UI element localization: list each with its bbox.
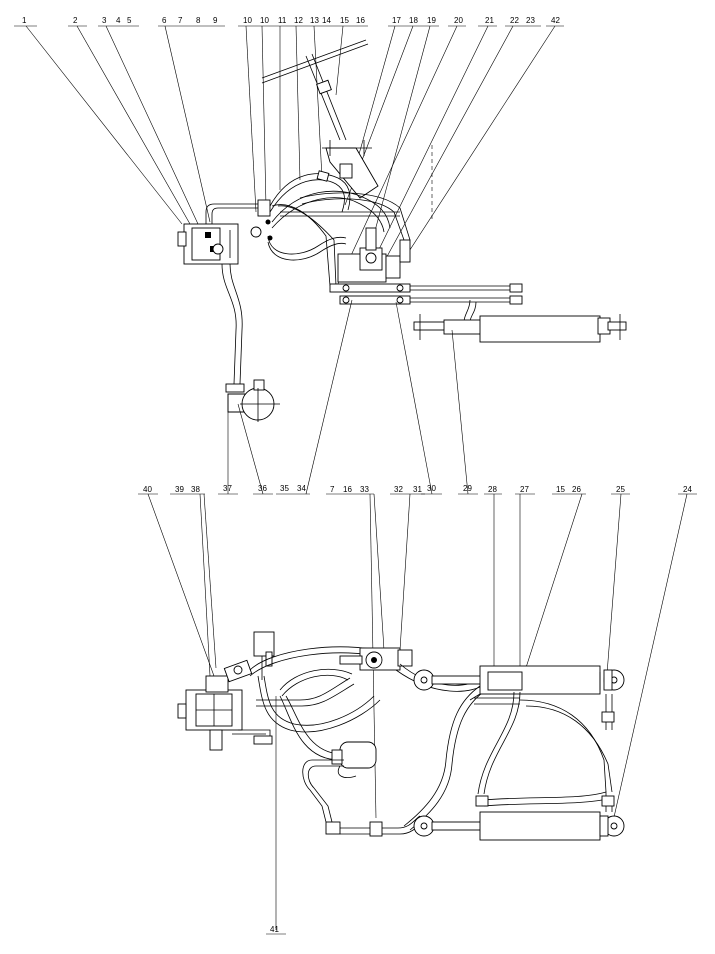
callout-10b: 10	[260, 16, 269, 25]
callout-10a: 10	[243, 16, 252, 25]
callout-19: 19	[427, 16, 436, 25]
callout-14: 14	[322, 16, 331, 25]
callout-6: 6	[162, 16, 167, 25]
top-leader-lines	[25, 25, 556, 289]
callout-9: 9	[213, 16, 218, 25]
callout-23: 23	[526, 16, 535, 25]
middle-down-leader-lines	[147, 493, 688, 827]
callout-41: 41	[270, 925, 279, 934]
callout-38: 38	[191, 485, 200, 494]
callout-5: 5	[127, 16, 132, 25]
top-callout-labels: 1 2 3 4 5 6 7 8 9 10 10 11 12 13 14 15 1…	[22, 16, 560, 25]
callout-15: 15	[340, 16, 349, 25]
callout-35: 35	[280, 484, 289, 493]
callout-7b: 7	[330, 485, 335, 494]
callout-26: 26	[572, 485, 581, 494]
callout-16: 16	[356, 16, 365, 25]
bottom-assembly	[177, 631, 625, 841]
callout-40: 40	[143, 485, 152, 494]
callout-18: 18	[409, 16, 418, 25]
callout-17: 17	[392, 16, 401, 25]
top-assembly	[177, 39, 627, 422]
middle-up-leader-lines	[227, 299, 469, 495]
callout-3: 3	[102, 16, 107, 25]
callout-4: 4	[116, 16, 121, 25]
callout-42: 42	[551, 16, 560, 25]
callout-20: 20	[454, 16, 463, 25]
callout-27: 27	[520, 485, 529, 494]
callout-16b: 16	[343, 485, 352, 494]
callout-1: 1	[22, 16, 27, 25]
callout-13: 13	[310, 16, 319, 25]
callout-21: 21	[485, 16, 494, 25]
callout-33: 33	[360, 485, 369, 494]
callout-36: 36	[258, 484, 267, 493]
callout-22: 22	[510, 16, 519, 25]
callout-28: 28	[488, 485, 497, 494]
callout-7: 7	[178, 16, 183, 25]
callout-12: 12	[294, 16, 303, 25]
callout-15b: 15	[556, 485, 565, 494]
callout-32: 32	[394, 485, 403, 494]
bottom-callout-41: 41	[266, 696, 286, 935]
callout-24: 24	[683, 485, 692, 494]
callout-11: 11	[278, 16, 287, 25]
callout-2: 2	[73, 16, 78, 25]
middle-callout-labels: 37 36 35 34 30 29 40 39 38 7 16 33 32 31…	[143, 484, 692, 494]
callout-31: 31	[413, 485, 422, 494]
callout-25: 25	[616, 485, 625, 494]
callout-39: 39	[175, 485, 184, 494]
callout-30: 30	[427, 484, 436, 493]
callout-34: 34	[297, 484, 306, 493]
callout-8: 8	[196, 16, 201, 25]
